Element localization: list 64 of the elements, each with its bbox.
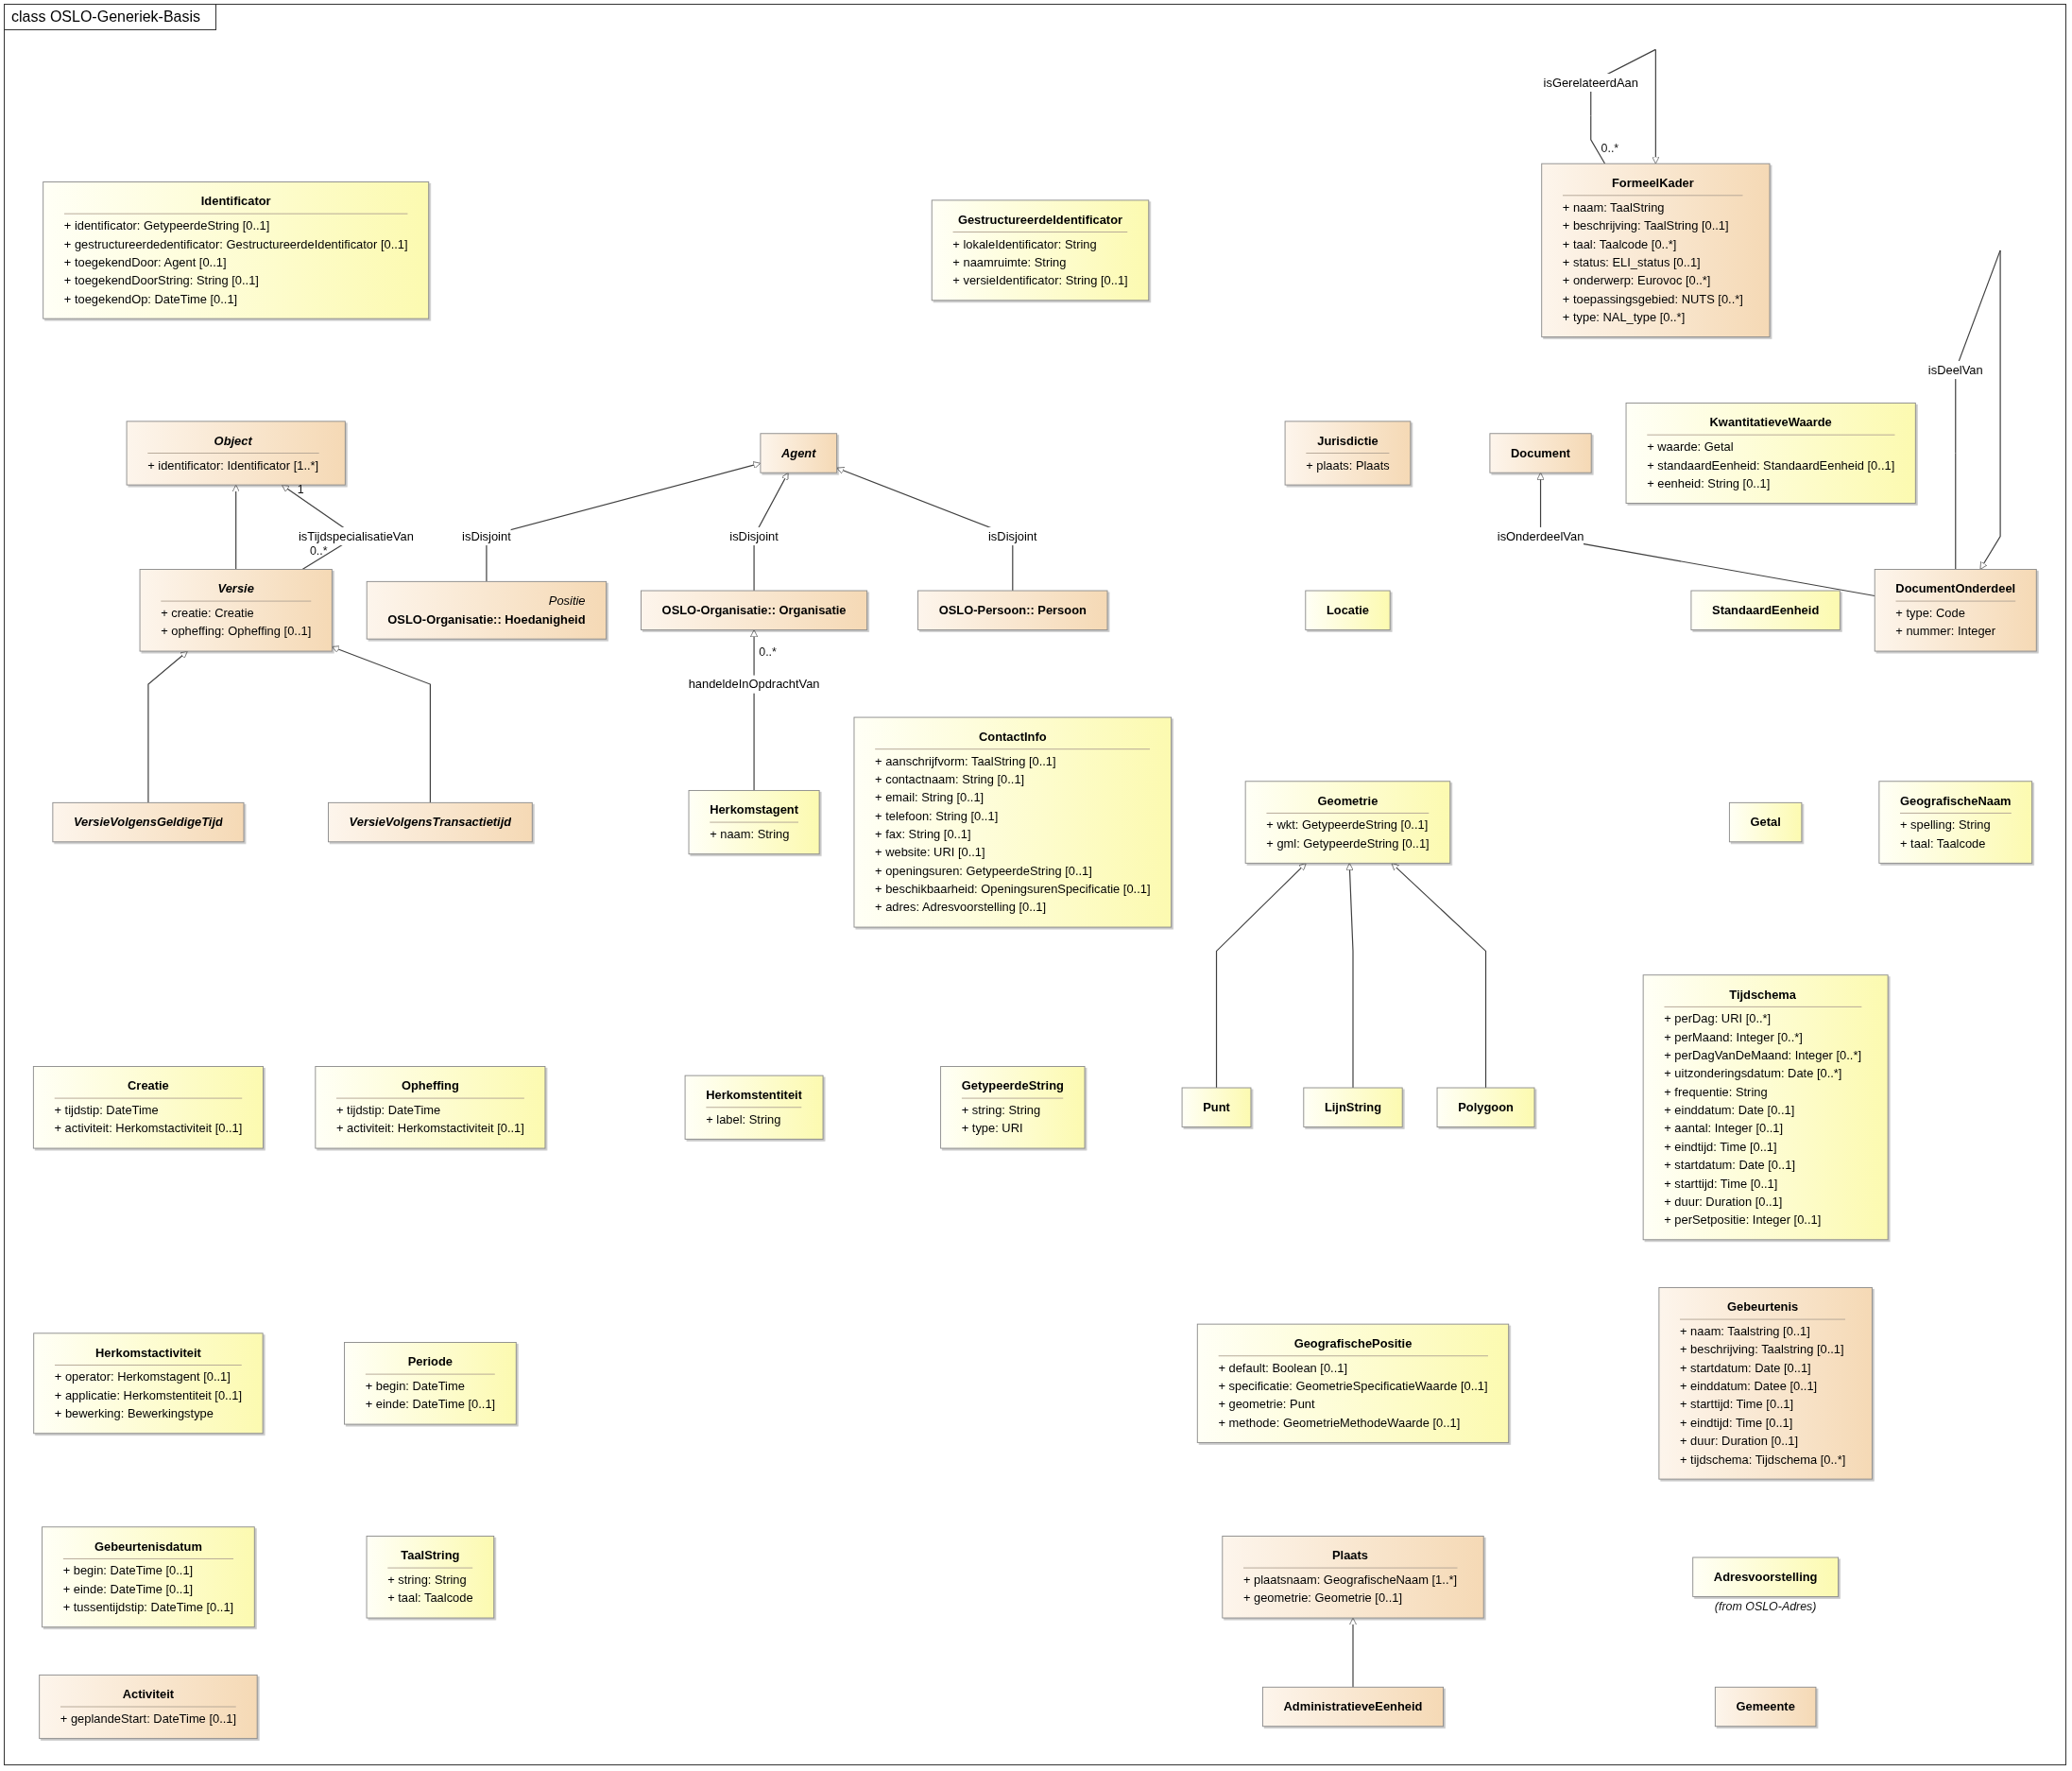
node-box — [931, 199, 1150, 301]
arrow — [1349, 1617, 1358, 1688]
edge-label: isDisjoint — [462, 528, 511, 543]
node-box — [1284, 421, 1412, 486]
multiplicity-label: 1 — [297, 482, 304, 496]
node-box — [315, 1066, 546, 1149]
node-box — [940, 1066, 1086, 1149]
node-box — [33, 1066, 265, 1149]
node-box — [1303, 1087, 1403, 1127]
node-box — [126, 421, 346, 486]
multiplicity-label: 0..* — [309, 543, 328, 559]
node-box — [1489, 433, 1592, 473]
node-box — [1305, 590, 1391, 630]
arrow — [1345, 863, 1354, 1089]
node-box — [1658, 1287, 1873, 1480]
node-box — [1625, 403, 1916, 504]
node-box — [688, 790, 820, 855]
edge-label: isDisjoint — [988, 528, 1037, 543]
multiplicity-label: 0..* — [759, 645, 777, 660]
arrow — [1216, 863, 1307, 1089]
node-box — [366, 1536, 495, 1619]
node-box — [1541, 163, 1771, 337]
node-box — [1222, 1536, 1484, 1619]
package-note: (from OSLO-Adres) — [1714, 1600, 1817, 1614]
arrow — [1391, 863, 1487, 1089]
node-box — [1690, 590, 1841, 630]
diagram-title: class OSLO-Generiek-Basis — [5, 5, 217, 30]
node-box — [853, 716, 1173, 928]
edge-label: isTijdspecialisatieVan — [299, 528, 415, 543]
arrow — [147, 650, 188, 803]
node-box — [43, 181, 430, 319]
node-box — [1874, 569, 2037, 652]
node-box — [366, 580, 608, 640]
node-box — [33, 1333, 264, 1435]
node-box — [1729, 801, 1803, 843]
node-box — [1436, 1087, 1535, 1127]
edge-label: isGerelateerdAan — [1543, 75, 1639, 90]
node-box — [1181, 1087, 1252, 1127]
arrow — [750, 629, 759, 792]
node-box — [344, 1342, 517, 1425]
node-box — [1244, 781, 1451, 864]
node-box — [1642, 974, 1889, 1241]
node-box — [641, 590, 868, 630]
node-box — [1715, 1686, 1817, 1728]
node-box — [328, 801, 533, 843]
edge-label: handeldeInOpdrachtVan — [688, 677, 820, 691]
node-box — [760, 433, 838, 473]
node-box — [139, 569, 333, 652]
arrow — [332, 645, 432, 803]
node-box — [42, 1526, 255, 1628]
node-box — [1878, 781, 2033, 864]
node-box — [1197, 1323, 1510, 1443]
node-box — [39, 1674, 258, 1740]
arrow — [486, 461, 762, 582]
arrow — [231, 484, 240, 571]
multiplicity-label: 0..* — [1601, 142, 1619, 156]
edge-label: isDisjoint — [729, 528, 779, 543]
arrow — [1955, 249, 2001, 571]
node-box — [1692, 1556, 1840, 1597]
edge-label: isOnderdeelVan — [1497, 528, 1584, 543]
edge-label: isDeelVan — [1927, 362, 1983, 377]
node-box — [52, 801, 245, 843]
node-box — [917, 590, 1108, 630]
node-box — [684, 1075, 824, 1140]
